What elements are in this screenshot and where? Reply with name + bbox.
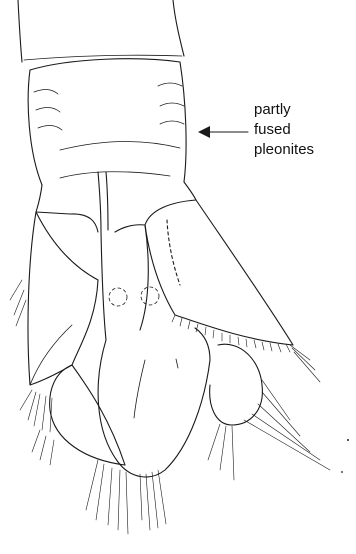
anterior-segment bbox=[18, 0, 184, 62]
right-uropod bbox=[145, 200, 293, 352]
left-lobe bbox=[50, 365, 125, 465]
fused-pleonites bbox=[28, 59, 186, 185]
setae bbox=[10, 280, 349, 534]
right-lobe bbox=[210, 344, 263, 425]
arrow-icon bbox=[198, 126, 248, 138]
left-uropod bbox=[28, 212, 98, 385]
annotation-line-3: pleonites bbox=[254, 140, 314, 160]
annotation-label: partly fused pleonites bbox=[254, 100, 314, 160]
telson-base bbox=[36, 172, 196, 232]
annotation-line-2: fused bbox=[254, 120, 314, 140]
annotation-line-1: partly bbox=[254, 100, 314, 120]
